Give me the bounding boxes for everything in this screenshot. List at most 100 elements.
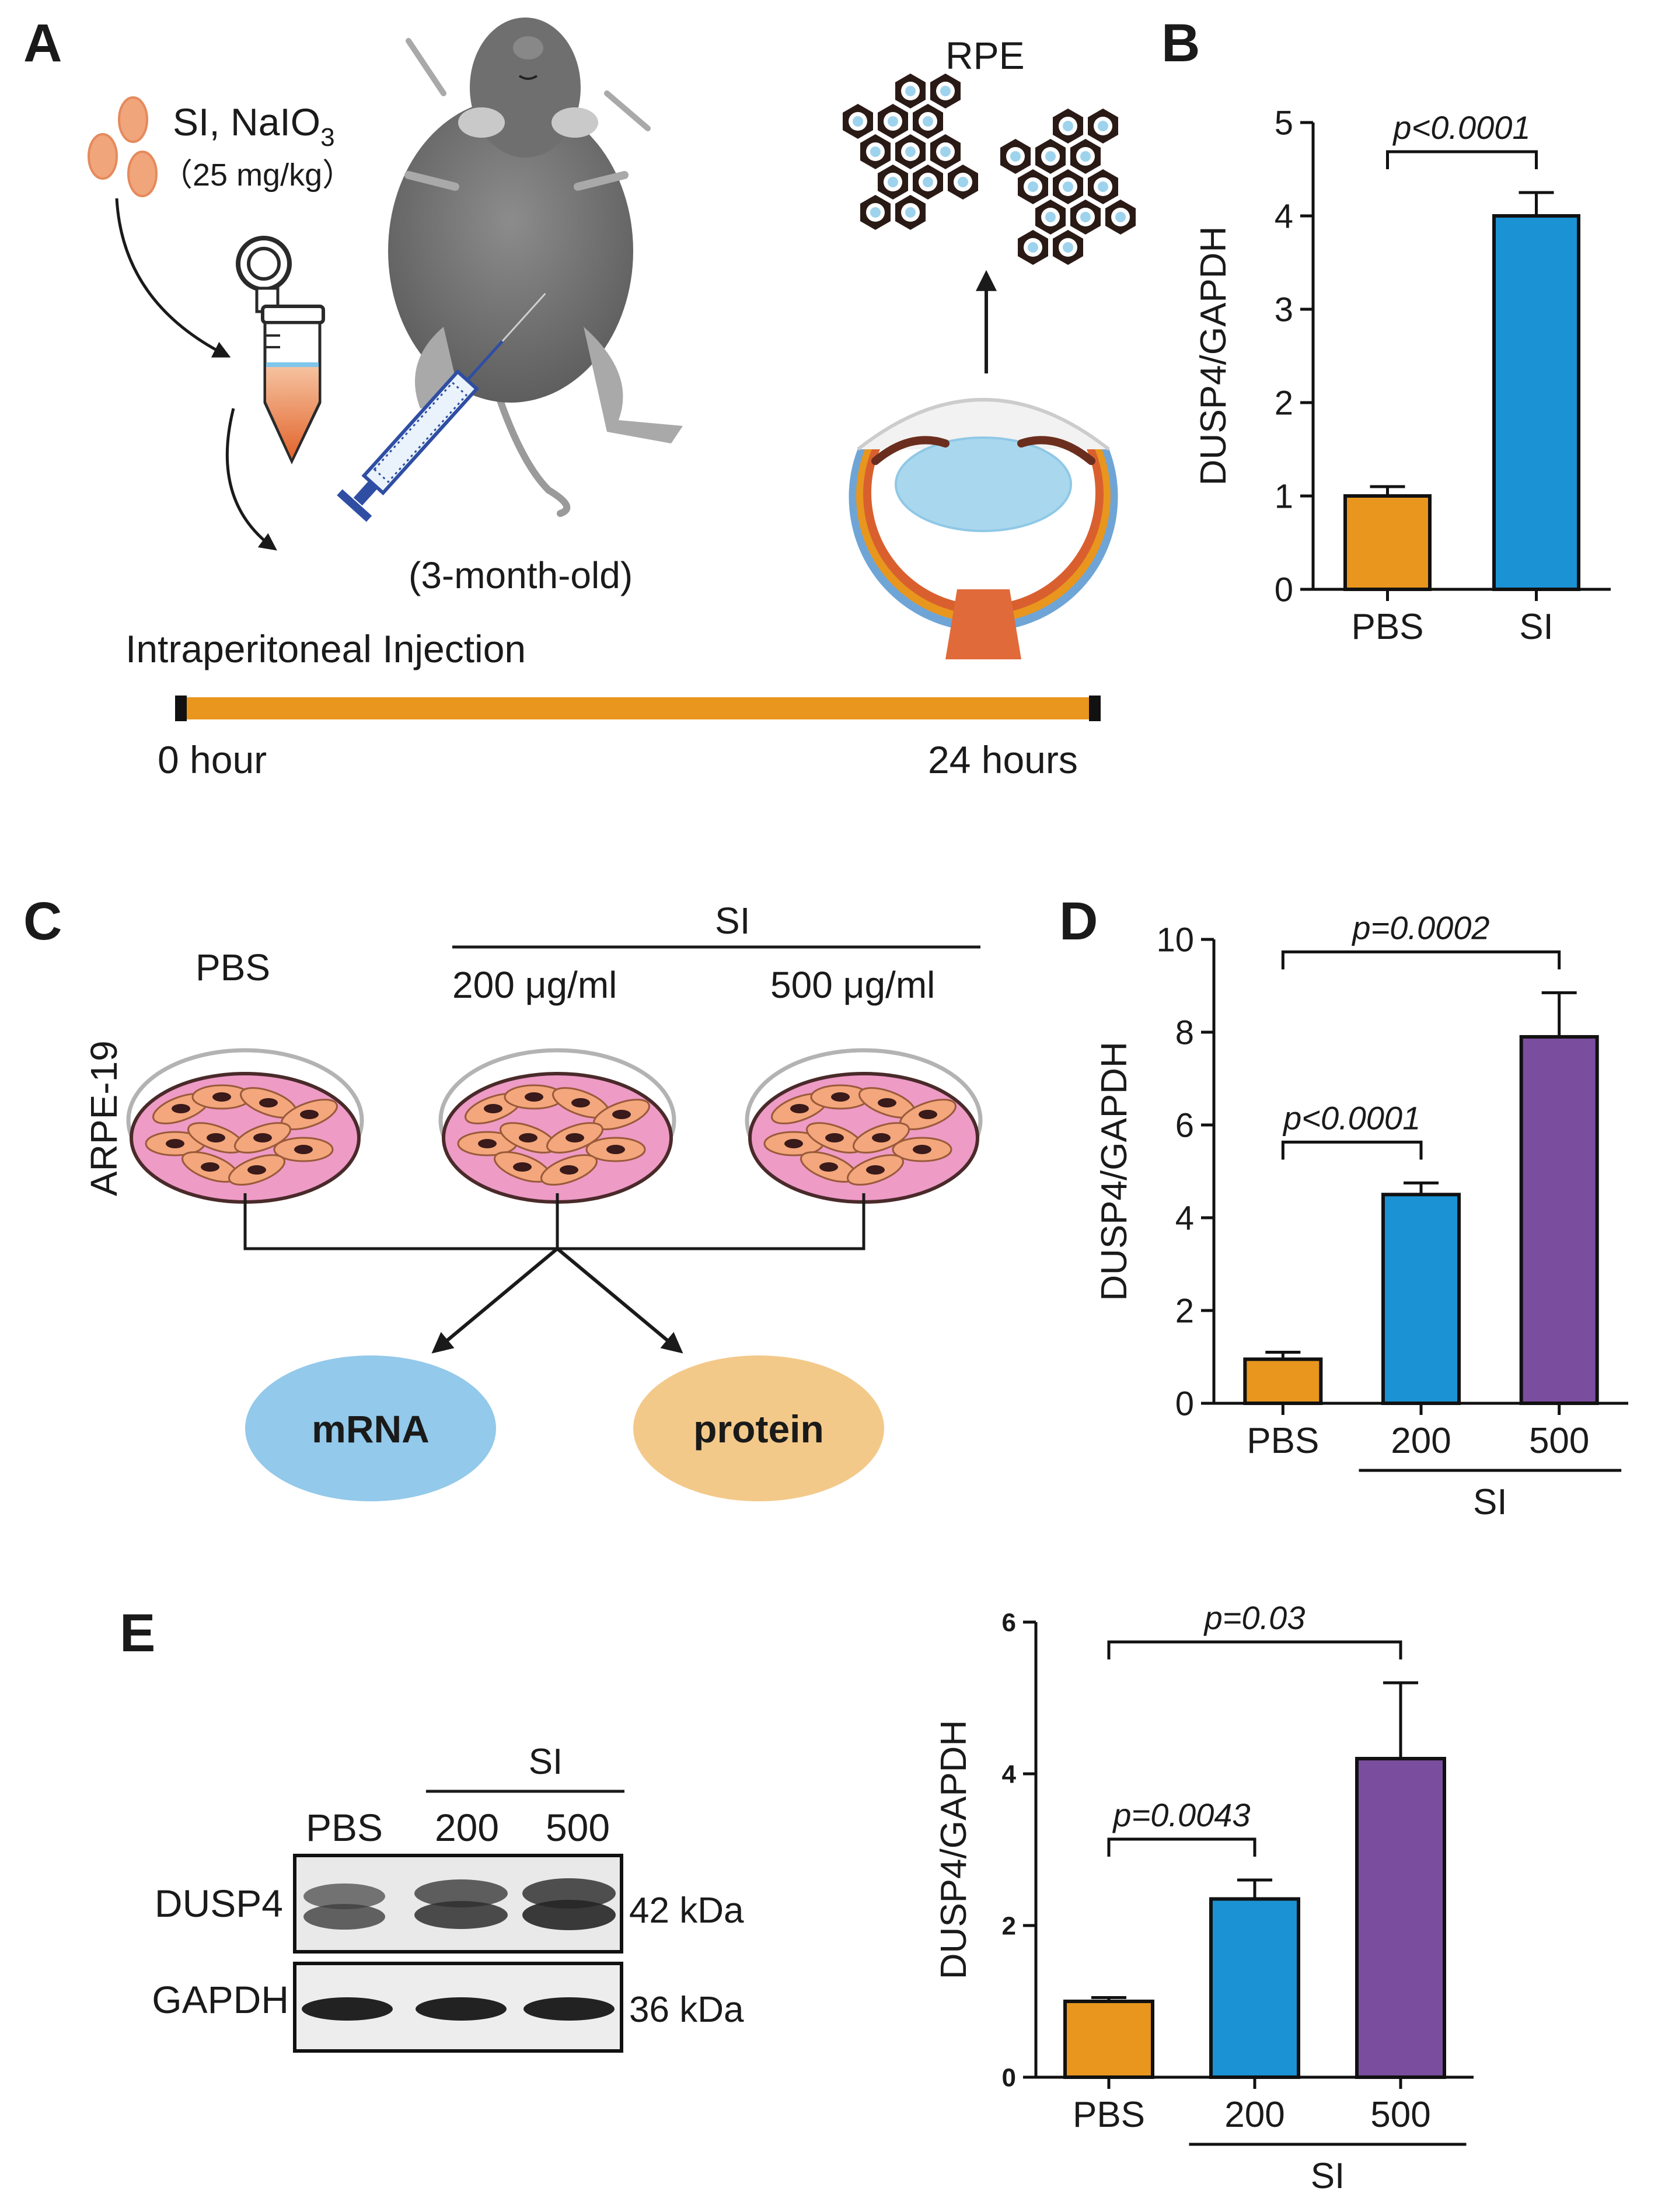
y-tick-label: 10 bbox=[1156, 921, 1194, 959]
y-tick-label: 2 bbox=[1275, 384, 1293, 422]
timeline bbox=[175, 696, 1101, 721]
p-value-label: p=0.0002 bbox=[1351, 909, 1489, 946]
x-tick-label: PBS bbox=[1351, 607, 1423, 647]
cell-nucleus bbox=[212, 1092, 231, 1102]
y-tick-label: 2 bbox=[1002, 1912, 1016, 1940]
rpe-nucleus bbox=[905, 146, 916, 157]
y-tick-label: 6 bbox=[1002, 1608, 1016, 1637]
bar bbox=[1343, 494, 1432, 591]
bar bbox=[1492, 214, 1580, 591]
pills-icon bbox=[88, 96, 158, 197]
bar bbox=[1063, 2000, 1154, 2079]
significance-bracket bbox=[1107, 1837, 1256, 1857]
rpe-nucleus bbox=[923, 116, 933, 127]
cell-nucleus bbox=[913, 1145, 931, 1154]
panel-d-letter: D bbox=[1059, 892, 1098, 951]
cell-nucleus bbox=[784, 1139, 803, 1148]
p-value-label: p<0.0001 bbox=[1282, 1099, 1420, 1136]
cell-nucleus bbox=[300, 1110, 319, 1119]
panel-a-letter: A bbox=[23, 13, 62, 73]
mrna-label: mRNA bbox=[312, 1407, 430, 1451]
route-label: Intraperitoneal Injection bbox=[125, 627, 526, 670]
connector bbox=[243, 1193, 865, 1250]
rpe-nucleus bbox=[1063, 242, 1073, 253]
blot-size-gapdh: 36 kDa bbox=[629, 1990, 744, 2030]
y-axis-label: DUSP4/GAPDH bbox=[1193, 226, 1234, 485]
cell-nucleus bbox=[878, 1098, 896, 1107]
rpe-nucleus bbox=[1045, 212, 1056, 222]
dose-amount: （25 mg/kg） bbox=[161, 158, 354, 193]
rpe-nucleus bbox=[940, 86, 951, 96]
bar bbox=[1381, 1193, 1461, 1405]
rpe-nucleus bbox=[905, 207, 916, 218]
panel-c-letter: C bbox=[23, 892, 62, 951]
cell-nucleus bbox=[519, 1133, 537, 1142]
rpe-nucleus bbox=[870, 146, 881, 157]
rpe-nucleus bbox=[870, 207, 881, 218]
cell-nucleus bbox=[207, 1133, 225, 1142]
cell-nucleus bbox=[259, 1098, 278, 1107]
y-tick-label: 4 bbox=[1002, 1760, 1017, 1788]
cell-nucleus bbox=[819, 1162, 838, 1172]
cell-nucleus bbox=[919, 1110, 937, 1119]
mouse-icon bbox=[388, 18, 683, 517]
p-value-label: p<0.0001 bbox=[1392, 109, 1530, 146]
rpe-nucleus bbox=[1115, 212, 1126, 222]
bar bbox=[1355, 1757, 1446, 2079]
significance-bracket bbox=[1107, 1640, 1402, 1659]
mrna-ellipse bbox=[245, 1355, 496, 1501]
rpe-nucleus bbox=[888, 116, 898, 127]
panel-b-letter: B bbox=[1161, 13, 1200, 73]
x-tick-label: 500 bbox=[1370, 2095, 1430, 2135]
cell-nucleus bbox=[872, 1133, 891, 1142]
blot-protein-dusp4: DUSP4 bbox=[155, 1882, 283, 1925]
bar bbox=[1243, 1357, 1323, 1406]
x-tick-label: 500 bbox=[1529, 1421, 1589, 1461]
y-tick-label: 0 bbox=[1175, 1385, 1194, 1423]
dose-500: 500 μg/ml bbox=[770, 964, 935, 1006]
blot-gapdh bbox=[293, 1962, 623, 2053]
cell-nucleus bbox=[525, 1092, 543, 1102]
blot-size-dusp4: 42 kDa bbox=[629, 1890, 744, 1931]
timeline-end: 24 hours bbox=[928, 738, 1078, 781]
blot-dusp4 bbox=[293, 1854, 623, 1954]
y-axis-label: DUSP4/GAPDH bbox=[1094, 1042, 1135, 1301]
lane-label: PBS bbox=[306, 1806, 383, 1849]
arrow-icon bbox=[225, 408, 277, 551]
panel-c: C ARPE-19 PBS SI 200 μg/ml 500 μg/ml mRN… bbox=[23, 892, 983, 1501]
x-tick-label: PBS bbox=[1247, 1421, 1319, 1461]
group-label: SI bbox=[1311, 2156, 1345, 2196]
timeline-bar bbox=[175, 697, 1097, 719]
y-tick-label: 0 bbox=[1275, 571, 1293, 609]
cell-nucleus bbox=[866, 1165, 885, 1175]
cell-nucleus bbox=[294, 1145, 313, 1154]
dose-200: 200 μg/ml bbox=[452, 964, 617, 1006]
panel-e: E SI PBS 200 500 DUSP4 42 kDa GAPDH 36 k… bbox=[120, 1599, 1474, 2196]
dishes bbox=[126, 1048, 983, 1204]
rpe-nucleus bbox=[1063, 181, 1073, 192]
cell-nucleus bbox=[606, 1145, 625, 1154]
bar bbox=[1209, 1897, 1300, 2079]
dose-label: SI, NaIO3 bbox=[173, 100, 335, 152]
x-tick-label: SI bbox=[1519, 607, 1554, 647]
cell-nucleus bbox=[571, 1098, 590, 1107]
p-value-label: p=0.0043 bbox=[1112, 1797, 1250, 1833]
rpe-nucleus bbox=[1080, 151, 1091, 162]
rpe-nucleus bbox=[1098, 121, 1108, 131]
rpe-nucleus bbox=[958, 177, 968, 187]
group-si: SI bbox=[715, 900, 750, 942]
y-tick-label: 3 bbox=[1275, 291, 1293, 329]
cell-nucleus bbox=[166, 1139, 184, 1148]
age-label: (3-month-old) bbox=[409, 554, 633, 596]
y-tick-label: 5 bbox=[1275, 104, 1293, 142]
blot-protein-gapdh: GAPDH bbox=[152, 1978, 289, 2021]
y-tick-label: 4 bbox=[1175, 1199, 1194, 1237]
panel-a: A SI, NaIO3 （25 mg/kg） bbox=[23, 13, 1136, 781]
tube-icon bbox=[236, 236, 325, 464]
